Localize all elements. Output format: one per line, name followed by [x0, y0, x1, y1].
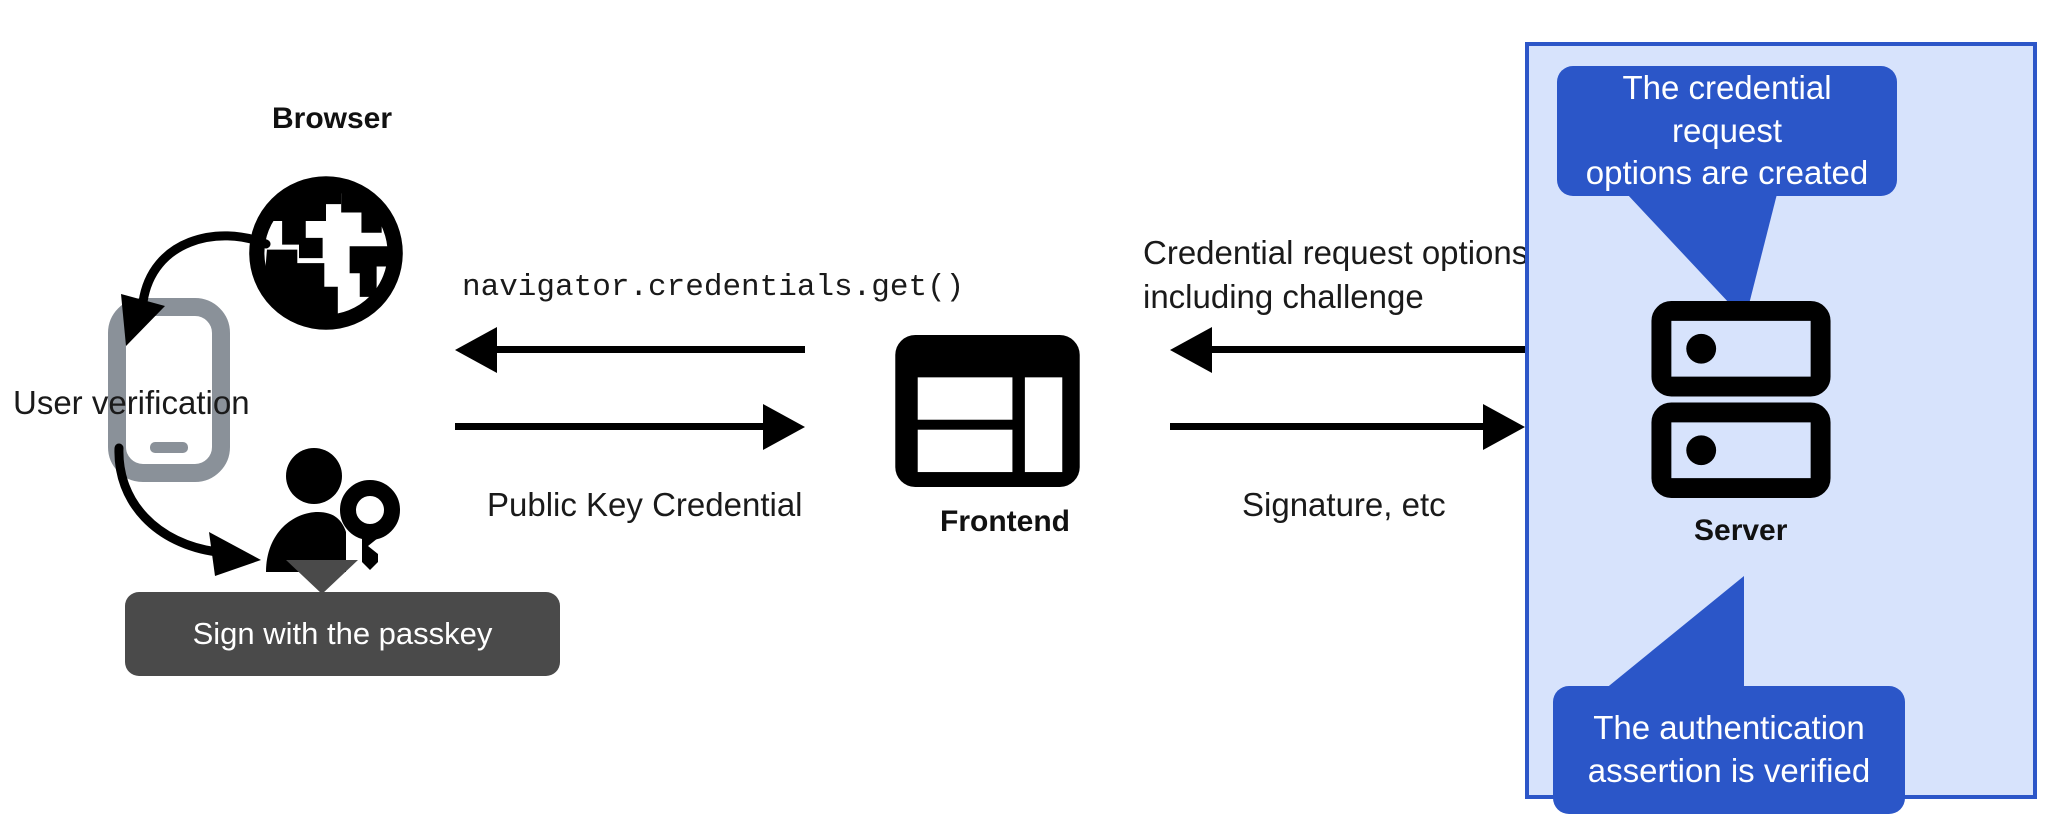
top-callout-tail	[1627, 194, 1777, 320]
bottom-callout-tail	[1599, 576, 1744, 694]
bottom-callout: The authentication assertion is verified	[1553, 686, 1905, 814]
globe-icon	[249, 176, 403, 330]
browser-to-frontend-arrow	[455, 327, 805, 373]
server-panel: The credential request options are creat…	[1525, 42, 2037, 814]
user-verification-label: User verification	[13, 384, 250, 421]
top-callout: The credential request options are creat…	[1557, 66, 1897, 196]
mobile-phone-icon	[108, 298, 230, 482]
navigator-credentials-get-label: navigator.credentials.get()	[462, 270, 965, 305]
credential-request-options-label-line1: Credential request options,	[1143, 234, 1538, 271]
bottom-callout-line1: The authentication	[1593, 709, 1865, 747]
public-key-credential-label: Public Key Credential	[487, 486, 803, 523]
browser-to-phone-arrow	[121, 231, 271, 346]
signature-etc-label: Signature, etc	[1242, 486, 1446, 523]
server-label: Server	[1694, 514, 1788, 547]
frontend-label: Frontend	[940, 505, 1070, 538]
top-callout-line2: options are created	[1585, 154, 1869, 192]
top-callout-line1: The credential request	[1622, 68, 1832, 149]
frontend-to-server-arrow	[1170, 404, 1525, 450]
browser-label: Browser	[272, 102, 393, 135]
credential-request-options-label-line2: including challenge	[1143, 278, 1424, 315]
web-layout-icon	[895, 334, 1080, 488]
bottom-callout-line2: assertion is verified	[1587, 752, 1871, 789]
server-to-frontend-arrow	[1170, 327, 1525, 373]
server-rack-icon	[1651, 301, 1831, 498]
phone-to-user-arrow	[114, 443, 261, 576]
frontend-to-browser-arrow	[455, 404, 805, 450]
sign-passkey-tooltip-tail	[286, 560, 358, 594]
person-with-key-icon	[266, 448, 400, 572]
sign-passkey-tooltip: Sign with the passkey	[125, 592, 560, 676]
